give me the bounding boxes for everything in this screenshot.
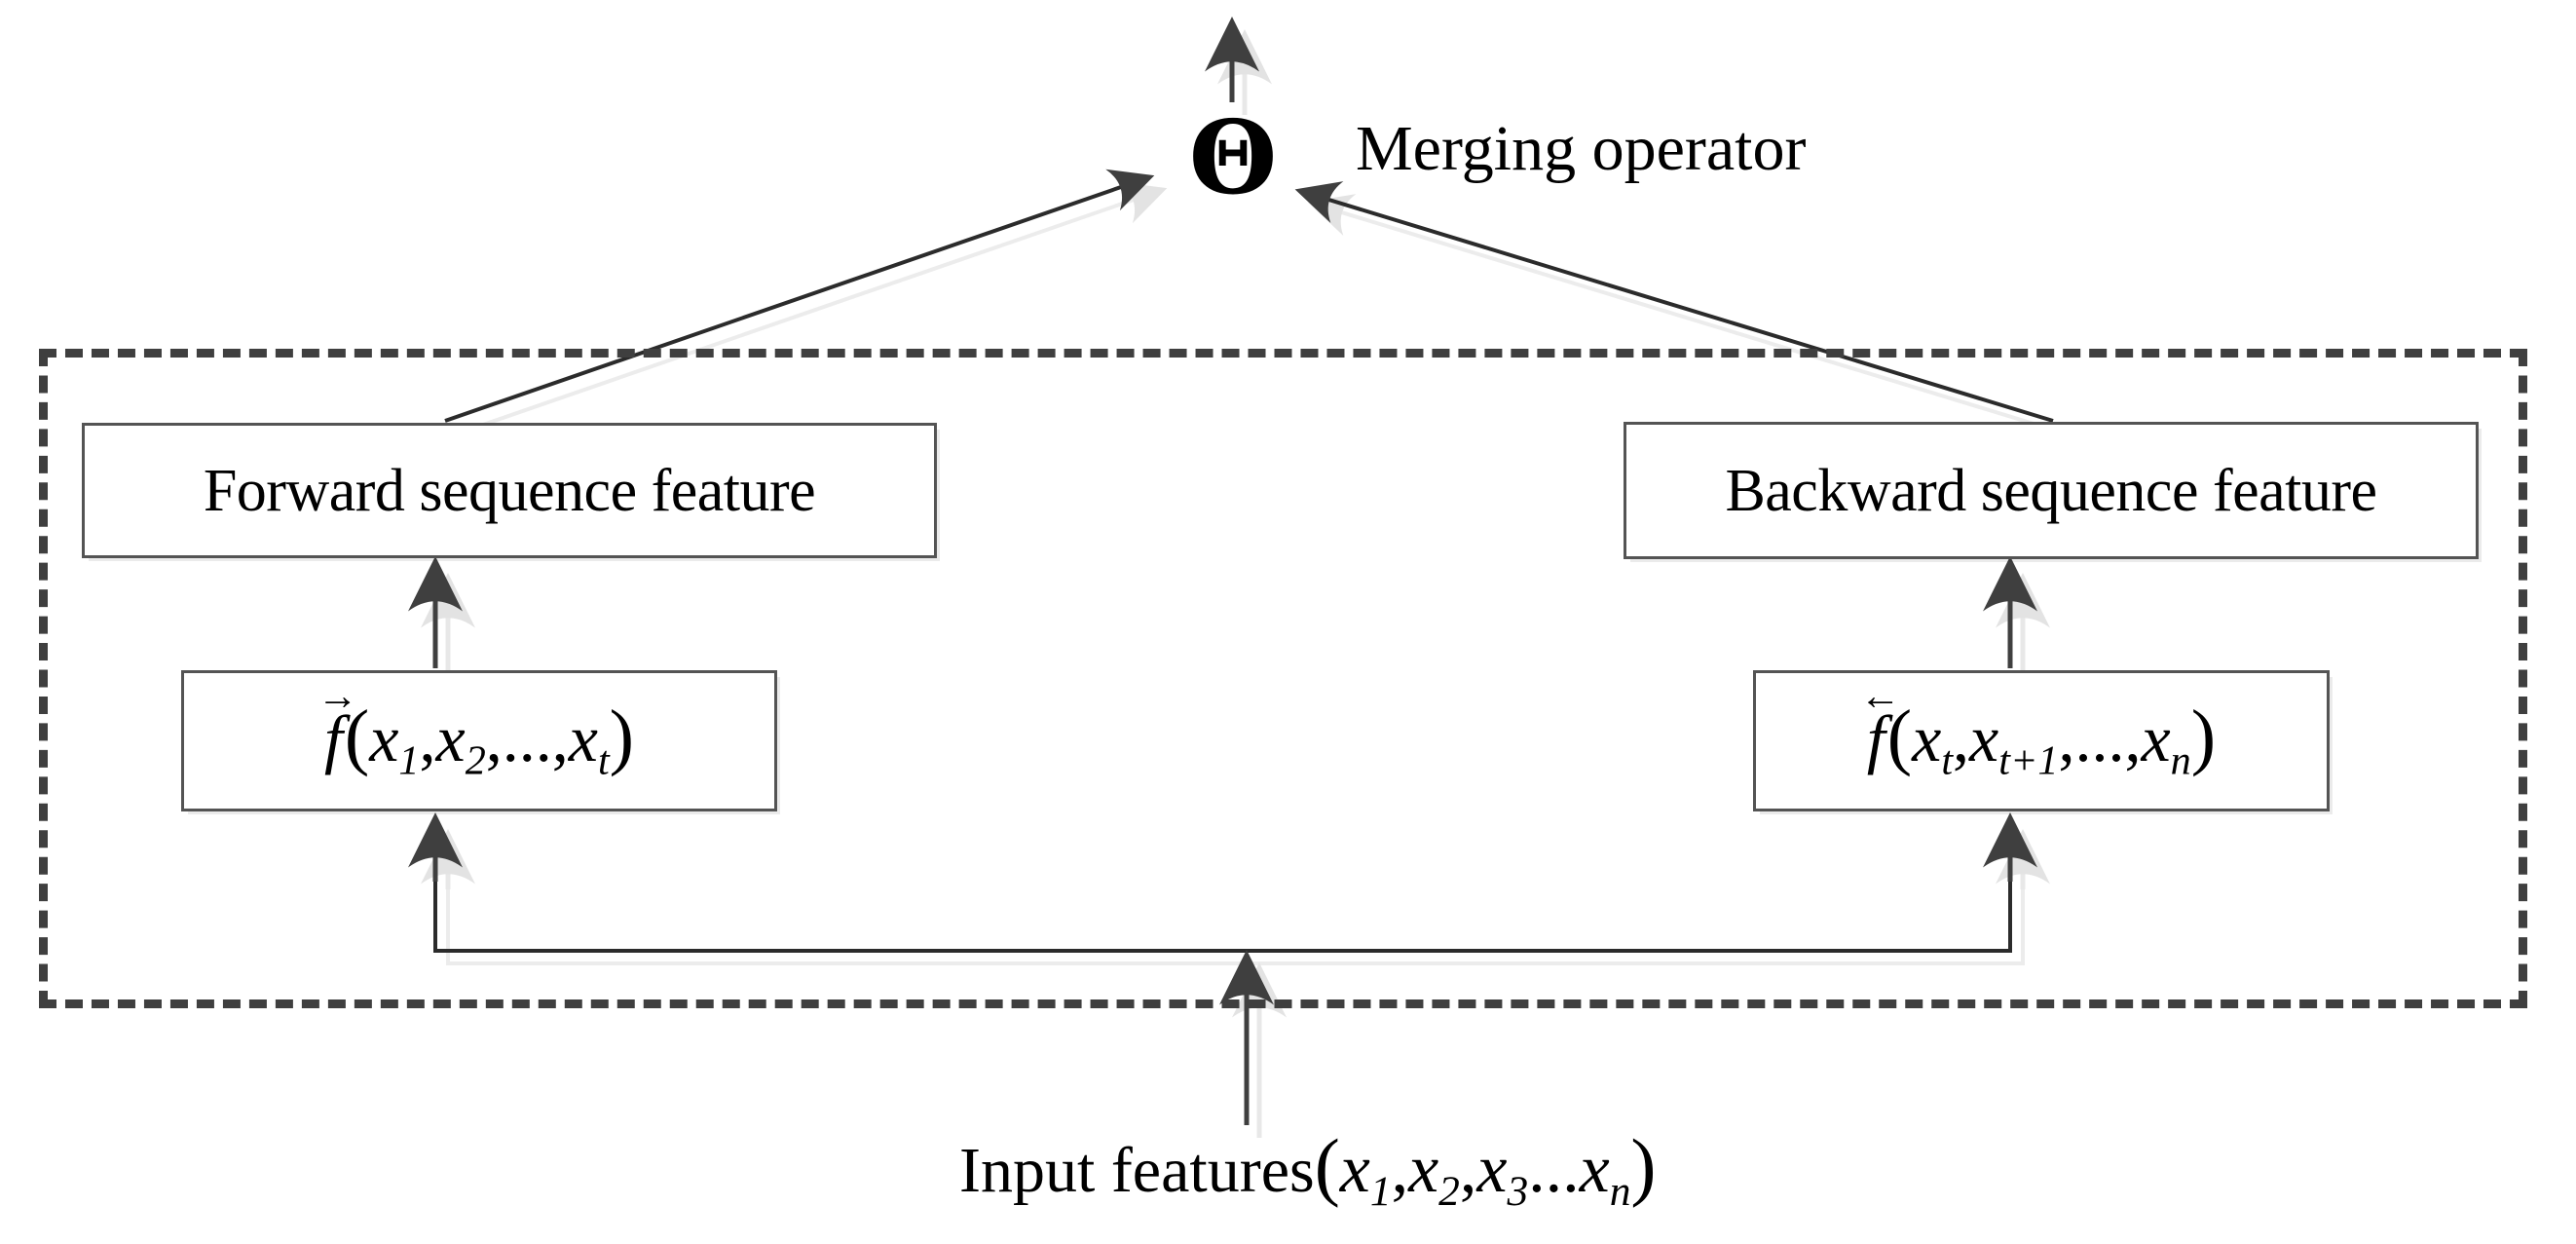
- input-term-0: x: [1339, 1132, 1370, 1207]
- forward-ellipsis: ...: [502, 701, 552, 776]
- input-sep-2: ...: [1528, 1132, 1580, 1207]
- input-close-paren: ): [1630, 1123, 1657, 1208]
- input-term-2: x: [1476, 1132, 1508, 1207]
- backward-term-1: x: [1969, 701, 1999, 776]
- forward-sub-3: t: [597, 737, 610, 784]
- merging-operator-label: Merging operator: [1356, 113, 1807, 184]
- input-sep-0: ,: [1391, 1132, 1409, 1207]
- input-features-text: Input features: [959, 1135, 1315, 1206]
- backward-term-0: x: [1912, 701, 1942, 776]
- input-open-paren: (: [1314, 1123, 1340, 1208]
- input-term-1: x: [1408, 1132, 1439, 1207]
- input-sep-1: ,: [1459, 1132, 1477, 1207]
- input-term-3: x: [1579, 1132, 1610, 1207]
- backward-sub-0: t: [1941, 737, 1954, 784]
- forward-function-symbol: →f: [317, 676, 358, 772]
- forward-sub-0: 1: [398, 737, 420, 784]
- right-arrow-accent-icon: →: [317, 674, 358, 720]
- forward-fn-letter: f: [323, 701, 343, 776]
- forward-formula: →f(x1,x2,...,xt): [317, 674, 635, 784]
- backward-ellipsis: ...: [2074, 701, 2125, 776]
- backward-fn-letter: f: [1866, 701, 1885, 776]
- bidirectional-block-boundary: [39, 349, 2527, 1008]
- backward-sub-1: t+1: [1998, 737, 2059, 784]
- forward-sequence-feature-label: Forward sequence feature: [203, 457, 816, 524]
- forward-term-3: x: [568, 701, 598, 776]
- backward-close-paren: ): [2190, 696, 2217, 778]
- forward-sub-1: 2: [465, 737, 486, 784]
- backward-sequence-feature-box[interactable]: Backward sequence feature: [1624, 422, 2479, 559]
- backward-open-paren: (: [1886, 696, 1913, 778]
- backward-formula: ←f(xt,xt+1,...,xn): [1859, 674, 2217, 784]
- input-sub-1: 2: [1438, 1167, 1460, 1215]
- backward-sequence-feature-label: Backward sequence feature: [1725, 457, 2377, 524]
- forward-sequence-feature-box[interactable]: Forward sequence feature: [82, 423, 937, 558]
- left-arrow-accent-icon: ←: [1859, 674, 1901, 720]
- backward-function-symbol: ←f: [1860, 676, 1901, 772]
- input-sub-0: 1: [1369, 1167, 1392, 1215]
- forward-term-0: x: [369, 701, 399, 776]
- forward-term-1: x: [435, 701, 466, 776]
- forward-formula-box[interactable]: →f(x1,x2,...,xt): [181, 670, 777, 811]
- arrow-forward-to-merge: [444, 169, 1155, 423]
- input-sub-3: n: [1609, 1167, 1631, 1215]
- backward-sub-3: n: [2170, 737, 2191, 784]
- merging-operator-symbol[interactable]: Θ: [1188, 97, 1278, 217]
- input-features-tuple: (x1,x2,x3...xn): [1315, 1127, 1657, 1212]
- forward-close-paren: ): [609, 696, 635, 778]
- input-sub-2: 3: [1507, 1167, 1529, 1215]
- backward-term-3: x: [2141, 701, 2171, 776]
- forward-open-paren: (: [344, 696, 370, 778]
- input-features-label: Input features(x1,x2,x3...xn): [959, 1127, 1657, 1213]
- arrow-backward-to-merge: [1294, 181, 2054, 423]
- backward-formula-box[interactable]: ←f(xt,xt+1,...,xn): [1753, 670, 2330, 811]
